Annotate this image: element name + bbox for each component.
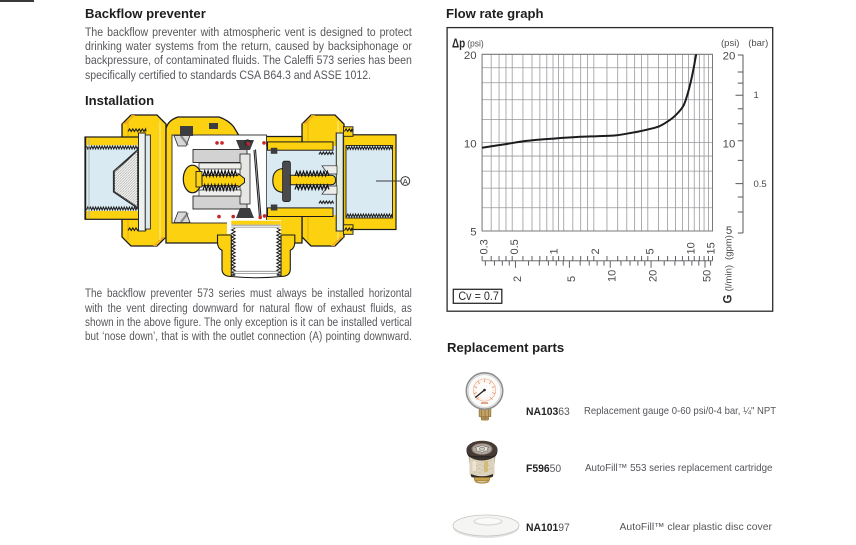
svg-text:Δp: Δp [452, 35, 465, 50]
svg-text:5: 5 [726, 225, 732, 237]
svg-text:G (l/min)(gpm): G (l/min)(gpm) [723, 235, 735, 303]
svg-text:20: 20 [464, 50, 477, 62]
svg-text:1: 1 [549, 248, 561, 254]
svg-text:20: 20 [648, 270, 660, 282]
svg-text:(bar): (bar) [748, 38, 768, 49]
svg-text:10: 10 [607, 270, 619, 282]
svg-text:5: 5 [566, 276, 578, 282]
svg-text:10: 10 [685, 242, 697, 254]
svg-text:Cv = 0.7: Cv = 0.7 [458, 291, 499, 303]
svg-text:0.5: 0.5 [754, 179, 767, 190]
svg-text:0.3: 0.3 [478, 239, 490, 254]
svg-text:5: 5 [470, 227, 476, 239]
svg-text:20: 20 [723, 50, 736, 62]
svg-text:50: 50 [702, 270, 714, 282]
svg-text:2: 2 [590, 248, 602, 254]
svg-text:2: 2 [512, 276, 524, 282]
svg-text:A: A [403, 177, 408, 186]
svg-text:10: 10 [464, 138, 477, 150]
svg-text:10: 10 [723, 138, 736, 150]
svg-text:5: 5 [644, 248, 656, 254]
svg-text:(psi): (psi) [467, 39, 484, 50]
svg-text:0.5: 0.5 [509, 239, 521, 254]
svg-text:15: 15 [706, 242, 718, 254]
svg-text:1: 1 [754, 90, 759, 101]
svg-text:(psi): (psi) [721, 38, 739, 49]
